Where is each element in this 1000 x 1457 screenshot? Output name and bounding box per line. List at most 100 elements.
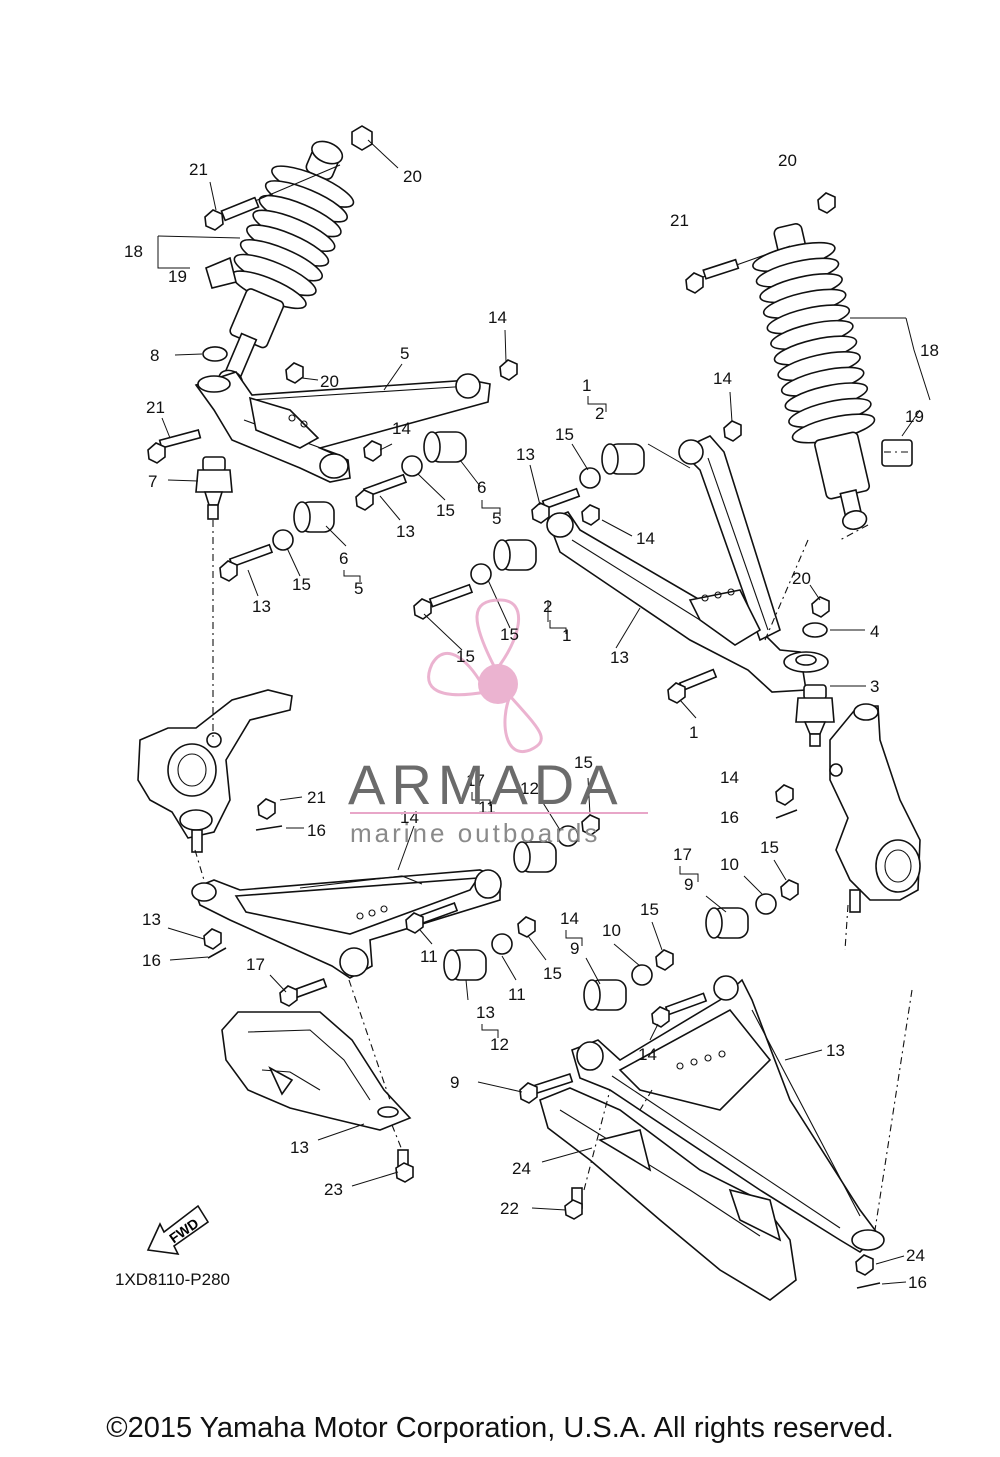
callout-3: 3 <box>870 677 879 696</box>
callout-13: 17 <box>246 955 265 974</box>
callout-14: 15 <box>760 838 779 857</box>
callout-23: 13 <box>290 1138 309 1157</box>
callout-14: 15 <box>574 753 593 772</box>
callout-10: 9 <box>684 875 693 894</box>
ball-joint-left <box>195 456 233 520</box>
callout-21: 21 <box>189 160 208 179</box>
callout-10: 9 <box>570 939 579 958</box>
watermark-brand: ARMADA <box>348 753 624 816</box>
callout-21: 1 <box>689 723 698 742</box>
callout-13: 13 <box>396 522 415 541</box>
callout-1: 1 <box>582 376 591 395</box>
skid-bolts <box>395 1149 583 1220</box>
callout-13: 11 <box>420 947 438 966</box>
callout-9: 17 <box>673 845 692 864</box>
callout-2: 2 <box>543 597 552 616</box>
callout-20: 20 <box>778 151 797 170</box>
callout-21: 21 <box>146 398 165 417</box>
callout-8: 8 <box>150 346 159 365</box>
callout-14: 14 <box>636 529 655 548</box>
callout-16: 14 <box>720 768 739 787</box>
watermark-accent-line <box>350 812 648 814</box>
callout-14: 15 <box>640 900 659 919</box>
skid-guard-left <box>221 1011 412 1131</box>
watermark-propeller-icon <box>427 598 543 754</box>
castle-nuts-cotter-pins <box>203 784 881 1289</box>
lower-left-bushings <box>279 814 600 1007</box>
callout-15: 15 <box>555 425 574 444</box>
left-shock-absorber <box>205 140 355 391</box>
lower-left-a-arm <box>191 869 502 979</box>
callout-labels: 21 20 18 19 8 5 20 14 21 7 14 6 5 15 13 … <box>124 151 939 1292</box>
callout-12: 13 <box>476 1003 495 1022</box>
callout-19: 19 <box>168 267 187 286</box>
callout-6: 6 <box>339 549 348 568</box>
upper-left-a-arm <box>194 371 491 483</box>
callout-5: 5 <box>492 509 501 528</box>
left-bushings <box>147 359 518 582</box>
callout-1: 1 <box>562 626 571 645</box>
callout-17: 16 <box>720 808 739 827</box>
callout-14: 14 <box>713 369 732 388</box>
callout-15: 15 <box>292 575 311 594</box>
callout-13: 9 <box>450 1073 459 1092</box>
callout-14: 14 <box>392 419 411 438</box>
callout-4: 4 <box>870 622 879 641</box>
right-upper-bushings <box>413 420 830 704</box>
callout-9: 13 <box>826 1041 845 1060</box>
callout-1: 13 <box>610 648 629 667</box>
skid-guard-right <box>539 1087 797 1301</box>
callout-5: 5 <box>354 579 363 598</box>
callout-22: 24 <box>512 1159 531 1178</box>
callout-13: 15 <box>456 647 475 666</box>
callout-20: 20 <box>320 372 339 391</box>
lower-right-a-arm <box>571 975 885 1254</box>
callout-13: 14 <box>638 1045 657 1064</box>
callout-15: 10 <box>602 921 621 940</box>
callout-24: 23 <box>324 1180 343 1199</box>
right-knuckle <box>829 703 921 913</box>
callout-11: 12 <box>490 1035 509 1054</box>
callout-19: 19 <box>905 407 924 426</box>
callout-20: 20 <box>403 167 422 186</box>
callout-24: 22 <box>500 1199 519 1218</box>
callout-9: 14 <box>560 909 579 928</box>
callout-15: 11 <box>508 985 526 1004</box>
callout-14: 14 <box>488 308 507 327</box>
group-brackets <box>343 396 699 1038</box>
right-shock-absorber <box>685 192 913 531</box>
callout-6: 6 <box>477 478 486 497</box>
callout-14: 15 <box>543 964 562 983</box>
callout-16: 13 <box>142 910 161 929</box>
callout-21: 21 <box>670 211 689 230</box>
left-shock-hardware <box>202 125 373 362</box>
callout-7: 7 <box>148 472 157 491</box>
callout-16: 24 <box>906 1246 925 1265</box>
callout-17: 16 <box>908 1273 927 1292</box>
callout-20: 20 <box>792 569 811 588</box>
callout-16: 21 <box>307 788 326 807</box>
callout-13: 13 <box>252 597 271 616</box>
callout-15: 12 <box>520 779 539 798</box>
copyright-notice: ©2015 Yamaha Motor Corporation, U.S.A. A… <box>106 1412 894 1444</box>
fwd-arrow-icon: FWD <box>146 1204 210 1255</box>
callout-18: 18 <box>124 242 143 261</box>
leader-lines <box>157 139 931 1285</box>
callout-11: 17 <box>466 771 485 790</box>
callout-13: 13 <box>516 445 535 464</box>
left-knuckle <box>137 689 293 853</box>
callout-5: 5 <box>400 344 409 363</box>
callout-15: 15 <box>436 501 455 520</box>
ball-joint-right <box>795 684 835 747</box>
callout-15: 15 <box>500 625 519 644</box>
callout-17: 16 <box>142 951 161 970</box>
callout-15: 10 <box>720 855 739 874</box>
lower-right-bushings <box>519 879 799 1104</box>
callout-18: 18 <box>920 341 939 360</box>
watermark-tagline: marine outboards <box>350 818 601 848</box>
assembly-center-lines <box>194 520 913 1231</box>
callout-2: 2 <box>595 404 604 423</box>
part-diagram-code: 1XD8110-P280 <box>115 1270 230 1289</box>
